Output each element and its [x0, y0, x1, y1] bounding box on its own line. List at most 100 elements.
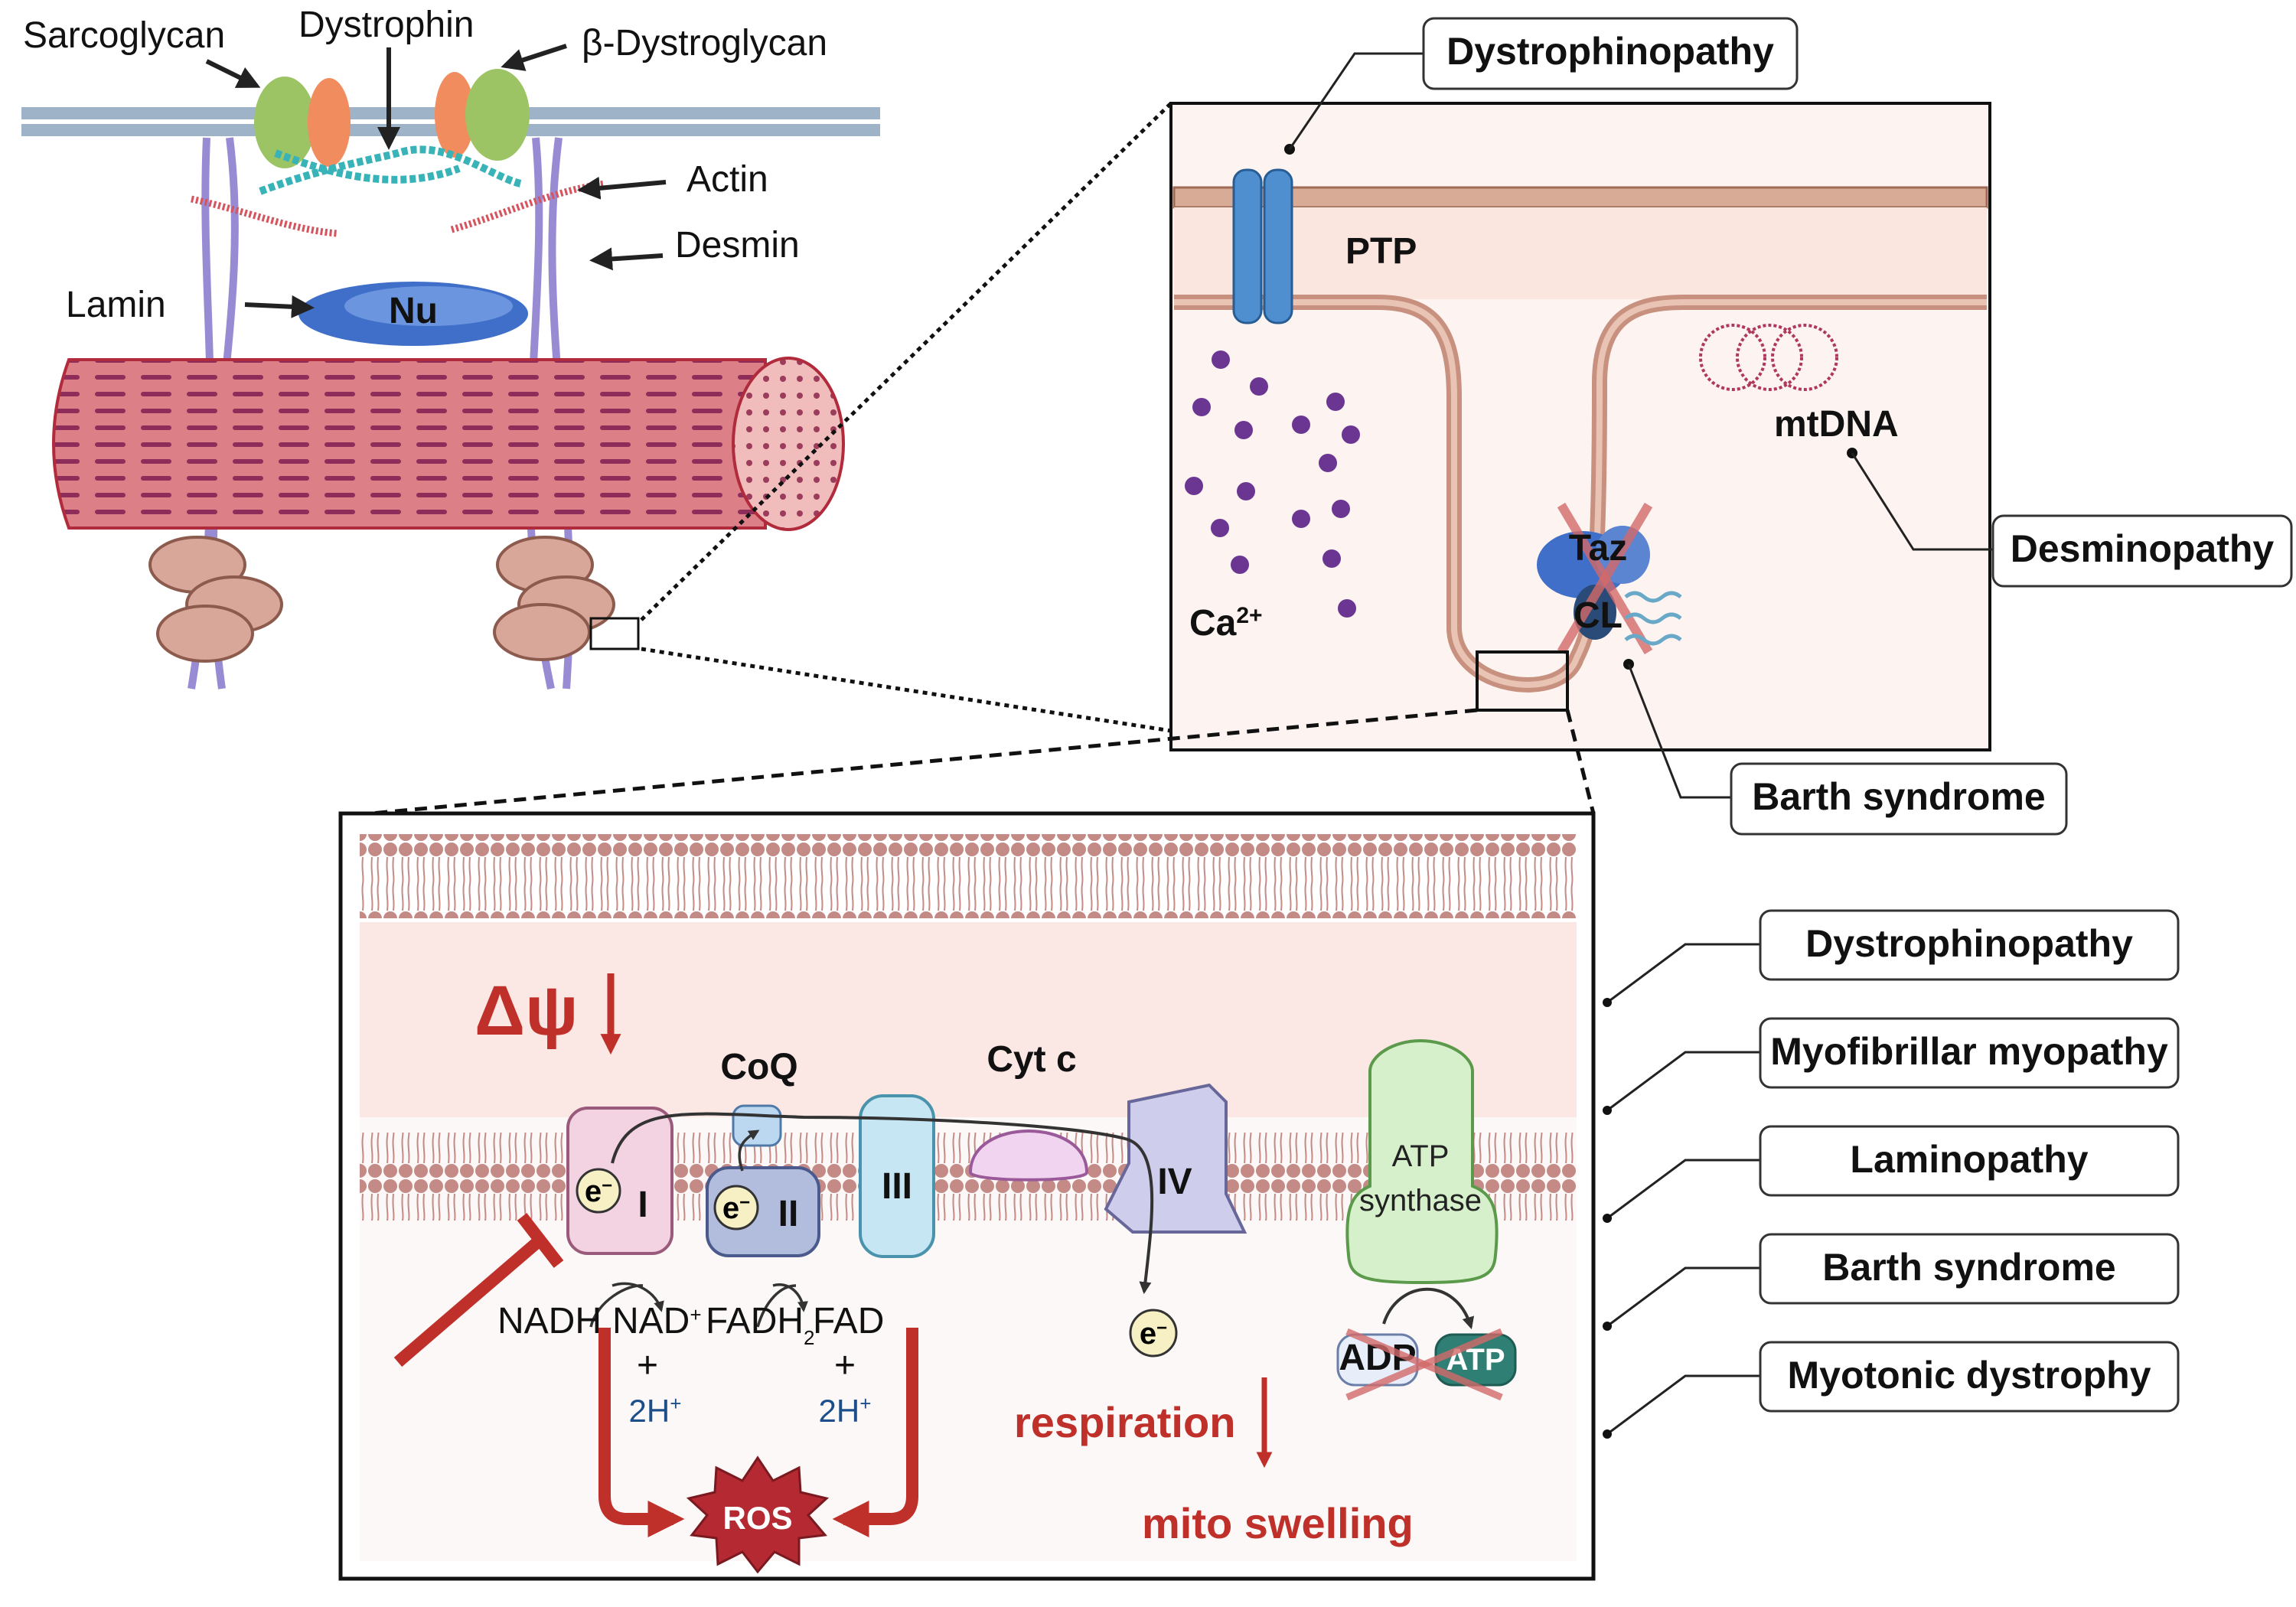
label-electron-ii: e− — [722, 1191, 750, 1225]
outer-bilayer — [360, 834, 1577, 918]
electron-path — [611, 1112, 1154, 1295]
arrow-lamin — [244, 295, 315, 318]
label-2h-2: 2H+ — [819, 1392, 872, 1429]
label-ptp: PTP — [1345, 231, 1417, 272]
label-dystrophinopathy-top: Dystrophinopathy — [1446, 30, 1774, 73]
label-electron-i: e− — [585, 1175, 612, 1208]
disease-item-box — [1759, 1125, 2180, 1197]
disease-item: Laminopathy — [1603, 1125, 2180, 1223]
intermembrane-space — [1174, 207, 1987, 299]
label-plus-2: + — [834, 1345, 856, 1386]
callout-dystrophinopathy-top: Dystrophinopathy — [1288, 17, 1799, 150]
disease-item-label: Laminopathy — [1850, 1138, 2088, 1181]
arrow-sarcoglycan — [205, 59, 261, 88]
ros-burst — [686, 1455, 830, 1574]
disease-item-dot — [1603, 1214, 1612, 1223]
label-nadh: NADH — [497, 1301, 602, 1341]
zoom-line-top — [640, 102, 1172, 621]
label-2h-1: 2H+ — [629, 1392, 682, 1429]
nad-arc — [612, 1282, 664, 1312]
dystrophin-strand-2 — [274, 149, 461, 184]
label-actin: Actin — [687, 159, 768, 200]
disease-item-dot — [1603, 1322, 1612, 1331]
dystrophin-strand — [259, 145, 522, 195]
etc-panel: Δψ I e− CoQ II e− III Cyt c IV e− ATP sy… — [338, 811, 1596, 1581]
electron-path-ii — [738, 1129, 760, 1172]
disease-item-leader — [1606, 1374, 1760, 1436]
fibre-cross-section — [732, 357, 845, 531]
inhibition-bar — [517, 1213, 564, 1268]
label-complex-ii: II — [778, 1194, 799, 1234]
inhibition-line — [393, 1234, 545, 1367]
disease-item-leader — [1606, 1266, 1760, 1328]
mitochondria-group — [148, 536, 615, 663]
cardiolipin-waves — [1624, 591, 1682, 646]
disease-item: Dystrophinopathy — [1603, 909, 2180, 1007]
delta-psi: Δψ — [475, 972, 578, 1050]
electron-ii — [713, 1185, 759, 1231]
label-dystrophin: Dystrophin — [298, 5, 474, 45]
atp-arrow — [1382, 1287, 1475, 1330]
label-fad: FAD — [813, 1301, 884, 1341]
muscle-fibre — [52, 357, 845, 531]
disease-item-leader — [1606, 1159, 1760, 1220]
sarcoglycan-complex-right — [435, 69, 530, 161]
fadh2-arc — [756, 1284, 797, 1328]
label-mito-swelling: mito swelling — [1142, 1499, 1414, 1547]
disease-item-box — [1759, 1341, 2180, 1413]
atp-cross-2 — [1345, 1328, 1503, 1401]
complex-i — [566, 1107, 673, 1255]
label-complex-i: I — [638, 1185, 647, 1225]
cytochrome-c — [968, 1129, 1089, 1182]
disease-item-label: Myofibrillar myopathy — [1770, 1030, 2168, 1073]
ptp-channel — [1232, 168, 1293, 324]
mitochondrion-panel: PTP Ca2+ mtDNA Taz CL — [1169, 102, 1991, 751]
nucleus-label: Nu — [389, 291, 438, 331]
ros-arrow-right — [832, 1328, 918, 1537]
zoom-line-etc-right — [1565, 709, 1596, 814]
label-plus-1: + — [637, 1345, 658, 1386]
atp-synthase — [1345, 1038, 1499, 1285]
coq — [732, 1104, 782, 1147]
disease-item-box — [1759, 1233, 2180, 1305]
label-cl: CL — [1574, 595, 1623, 636]
label-calcium: Ca2+ — [1189, 603, 1263, 644]
disease-item: Myofibrillar myopathy — [1603, 1017, 2180, 1115]
label-barth-mito: Barth syndrome — [1752, 775, 2045, 818]
zoom-box-small — [589, 617, 640, 650]
disease-item-dot — [1603, 998, 1612, 1007]
outer-membrane — [1172, 186, 1988, 209]
disease-item-dot — [1603, 1429, 1612, 1439]
sarcoglycan-complex-left — [254, 77, 351, 168]
label-fadh2: FADH2 — [706, 1301, 814, 1349]
actin-left — [191, 195, 338, 237]
label-beta-dystroglycan: β-Dystroglycan — [582, 23, 827, 64]
disease-item: Barth syndrome — [1603, 1233, 2180, 1331]
label-atp-synthase-1: ATP — [1392, 1139, 1450, 1173]
label-nad: NAD+ — [612, 1301, 702, 1341]
disease-item-leader — [1606, 943, 1760, 1004]
label-lamin: Lamin — [66, 285, 166, 325]
label-desminopathy: Desminopathy — [2011, 527, 2275, 570]
ros-arrow-left — [598, 1328, 685, 1537]
label-coq: CoQ — [720, 1047, 797, 1087]
fad-arc — [772, 1283, 808, 1312]
nucleus-highlight — [344, 286, 513, 326]
actin-right — [450, 180, 605, 233]
electron-free — [1129, 1309, 1178, 1358]
zoom-line-etc-left — [370, 708, 1478, 816]
callout-barth-mito: Barth syndrome — [1623, 659, 2068, 836]
label-complex-iii: III — [882, 1166, 912, 1207]
muscle-overview: Nu Sarcoglycan Dystrophin β-Dystroglycan… — [21, 5, 880, 690]
mtdna-rings — [1699, 324, 1838, 391]
label-ros: ROS — [722, 1500, 792, 1536]
disease-item-dot — [1603, 1106, 1612, 1115]
callout-desminopathy: Desminopathy — [1847, 448, 2293, 588]
tafazzin-complex — [1537, 502, 1653, 655]
arrow-beta-dystroglycan — [501, 44, 567, 71]
label-mtdna: mtDNA — [1774, 404, 1899, 445]
label-cytc: Cyt c — [987, 1039, 1076, 1080]
zoom-box-crista — [1476, 650, 1569, 712]
calcium-ions — [1185, 350, 1360, 618]
